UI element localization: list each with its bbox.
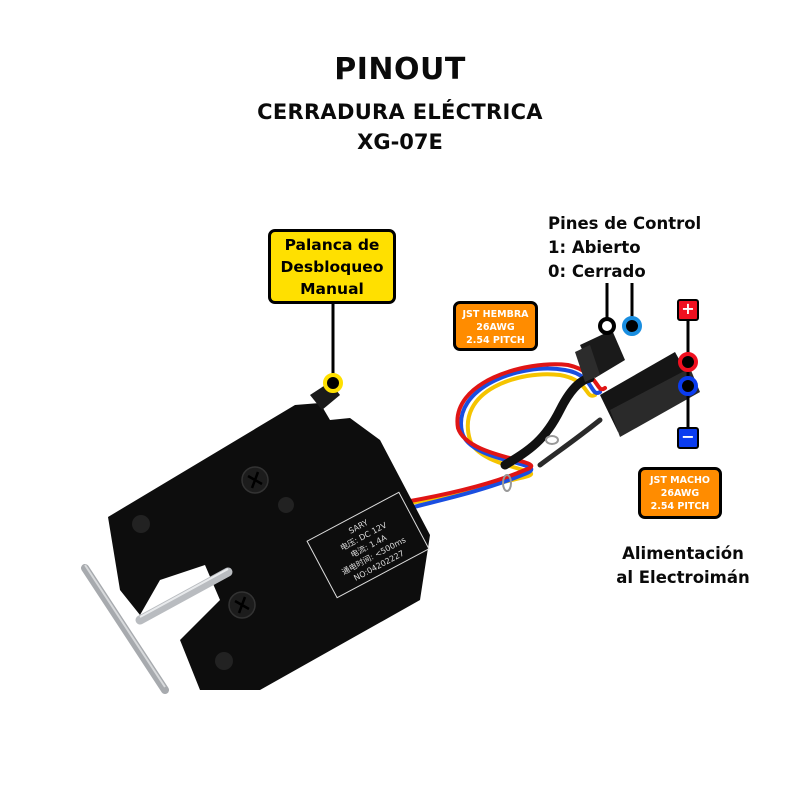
control-pin-0-desc: 0: Cerrado [548, 262, 646, 281]
lever-callout-line: Manual [300, 280, 364, 298]
jst-macho-gauge: 26AWG [660, 488, 700, 499]
jst-hembra-type: JST HEMBRA [462, 309, 529, 320]
jst-macho-type: JST MACHO [650, 475, 710, 486]
mounting-hole [132, 515, 150, 533]
wire-ring [545, 435, 559, 445]
mounting-hole [215, 652, 233, 670]
jst-hembra-connector [575, 330, 625, 382]
model-number: XG-07E [357, 130, 443, 154]
wire-bundle [398, 362, 607, 512]
jst-hembra-pitch: 2.54 PITCH [466, 335, 525, 346]
jst-macho-connector [600, 352, 700, 437]
power-label: Alimentación al Electroimán [598, 542, 768, 590]
jst-macho-pitch: 2.54 PITCH [650, 501, 710, 512]
control-pins-label: Pines de Control 1: Abierto 0: Cerrado [548, 212, 701, 284]
control-pin-0-marker [622, 316, 642, 336]
lever-callout-line: Palanca de [284, 236, 380, 254]
latch-bolt [81, 564, 233, 694]
jst-macho-callout: JST MACHO 26AWG 2.54 PITCH [638, 467, 722, 519]
negative-pin-marker [678, 376, 698, 396]
wire-ring [502, 474, 512, 492]
mounting-hole [278, 497, 294, 513]
lock-body: SARY 电压: DC 12V 电流: 1.4A 通电时间: <500ms NO… [108, 382, 430, 690]
control-pins-title: Pines de Control [548, 214, 702, 233]
control-pin-1-desc: 1: Abierto [548, 238, 641, 257]
power-label-line: al Electroimán [616, 568, 750, 587]
positive-pin-marker [678, 352, 698, 372]
lever-marker [323, 373, 343, 393]
control-pin-1-marker [598, 317, 616, 335]
page-title: PINOUT [334, 52, 466, 87]
lever-callout-line: Desbloqueo [280, 258, 384, 276]
jst-hembra-gauge: 26AWG [476, 322, 515, 333]
lever-callout: Palanca de Desbloqueo Manual [268, 229, 396, 304]
minus-icon: − [677, 427, 699, 449]
power-label-line: Alimentación [622, 544, 744, 563]
jst-hembra-callout: JST HEMBRA 26AWG 2.54 PITCH [453, 301, 538, 351]
spec-label-plate: SARY 电压: DC 12V 电流: 1.4A 通电时间: <500ms NO… [306, 491, 430, 599]
plus-icon: + [677, 299, 699, 321]
page-subtitle: CERRADURA ELÉCTRICA [257, 100, 543, 124]
